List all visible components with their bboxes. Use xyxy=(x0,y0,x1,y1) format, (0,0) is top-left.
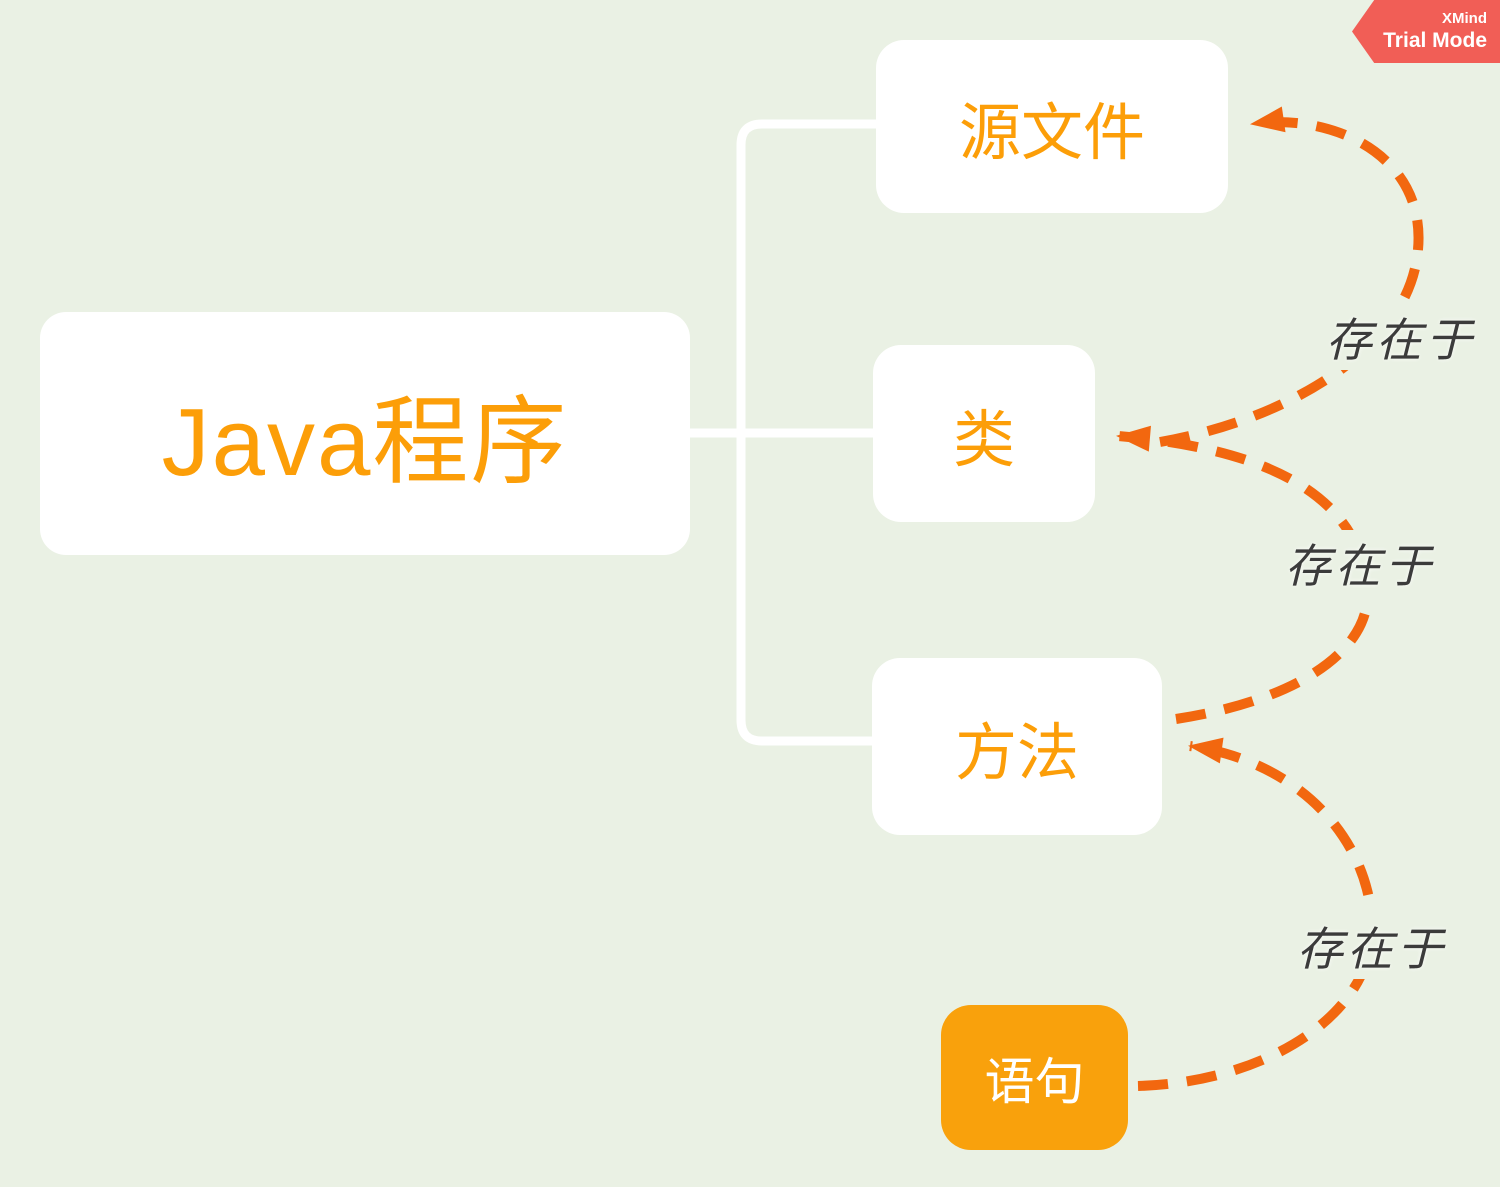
relationship-label-method-class[interactable]: 存在于 xyxy=(1280,530,1440,596)
topic-root[interactable]: Java程序 xyxy=(40,312,690,555)
topic-class[interactable]: 类 xyxy=(873,345,1095,522)
topic-class-label: 类 xyxy=(952,405,1015,475)
topic-statement-label: 语句 xyxy=(984,1053,1085,1110)
watermark-app-name: XMind xyxy=(1442,9,1487,27)
topic-method-label: 方法 xyxy=(954,718,1079,788)
topic-root-label: Java程序 xyxy=(161,389,569,496)
topic-statement[interactable]: 语句 xyxy=(941,1005,1128,1150)
relationship-label-class-source-file[interactable]: 存在于 xyxy=(1321,304,1481,370)
topic-method[interactable]: 方法 xyxy=(872,658,1162,835)
topic-source-file[interactable]: 源文件 xyxy=(876,40,1228,213)
watermark-mode-label: Trial Mode xyxy=(1383,29,1487,53)
watermark-badge: XMind Trial Mode xyxy=(1352,0,1500,63)
relationship-arc-class-to-source-file[interactable] xyxy=(1159,106,1424,447)
topic-source-file-label: 源文件 xyxy=(958,98,1145,168)
relationship-label-statement-method[interactable]: 存在于 xyxy=(1292,913,1452,979)
